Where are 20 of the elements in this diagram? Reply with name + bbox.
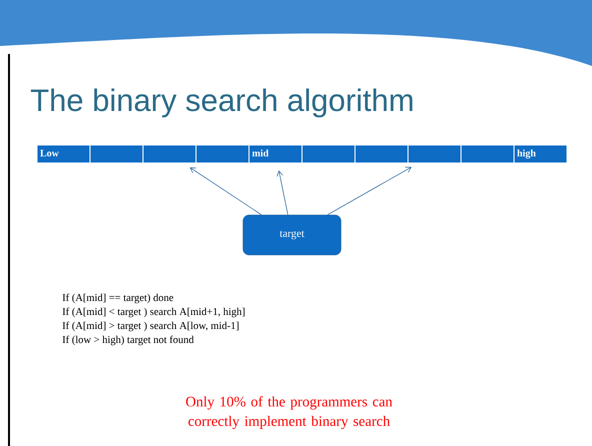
array-cell: Low bbox=[36, 144, 90, 164]
array-cell bbox=[408, 144, 462, 164]
array-cell bbox=[302, 144, 356, 164]
code-line: If (low > high) target not found bbox=[62, 336, 194, 346]
code-line: If (A[mid] > target ) search A[low, mid-1] bbox=[62, 322, 238, 332]
slide-title: The binary search algorithm bbox=[30, 88, 412, 118]
note-text: Only 10% of the programmers can correctly implement binary search bbox=[186, 396, 392, 430]
arrow bbox=[276, 170, 288, 216]
code-line: If (A[mid] == target) done bbox=[62, 294, 174, 304]
target-box: target bbox=[242, 214, 342, 256]
arrow bbox=[327, 166, 412, 216]
array-cell bbox=[142, 144, 196, 164]
array-cell bbox=[354, 144, 408, 164]
array-cell bbox=[460, 144, 514, 164]
arrow bbox=[190, 167, 262, 216]
array-cell bbox=[90, 144, 144, 164]
array-cell: mid bbox=[248, 144, 302, 164]
array-cell bbox=[196, 144, 250, 164]
array-cell: high bbox=[514, 144, 568, 164]
code-line: If (A[mid] < target ) search A[mid+1, high] bbox=[62, 308, 245, 318]
